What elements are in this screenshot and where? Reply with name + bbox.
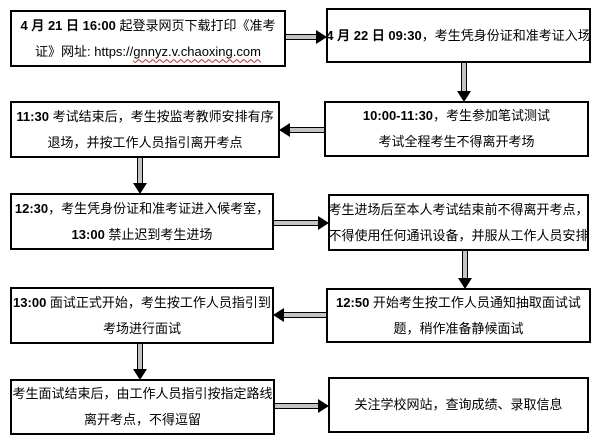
- flow-box-waiting-room-entry: 12:30，考生凭身份证和准考证进入候考室， 13:00 禁止迟到考生进场: [10, 193, 274, 250]
- flow-box-text: 13:00 面试正式开始，考生按工作人员指引到 考场进行面试: [13, 290, 271, 342]
- text-segment-time: 13:00: [13, 294, 50, 310]
- arrowhead-right-icon: [318, 216, 329, 230]
- text-segment: 面试正式开始，考生按工作人员指引到 考场进行面试: [49, 294, 271, 336]
- flow-box-text: 12:50 开始考生按工作人员通知抽取面试试 题，稍作准备静候面试: [336, 290, 581, 342]
- arrowhead-down-icon: [133, 369, 147, 380]
- text-segment: 开始考生按工作人员通知抽取面试试 题，稍作准备静候面试: [372, 294, 581, 336]
- flow-box-text: 10:00-11:30，考生参加笔试测试 考试全程考生不得离开考场: [363, 103, 550, 155]
- arrow-shaft: [283, 312, 326, 318]
- flow-box-text: 考生进场后至本人考试结束前不得离开考点， 不得使用任何通讯设备，并服从工作人员安…: [329, 197, 589, 249]
- text-segment: ，考生凭身份证和准考证入场: [421, 27, 591, 43]
- flow-box-text: 4 月 21 日 16:00 起登录网页下载打印《准考 证》网址: https:…: [20, 13, 275, 65]
- arrow-draw-questions-to-interview: [273, 308, 326, 322]
- arrowhead-down-icon: [457, 91, 471, 102]
- arrowhead-left-icon: [279, 123, 290, 137]
- flow-box-text: 考生面试结束后，由工作人员指引按指定路线 离开考点，不得逗留: [12, 381, 272, 433]
- arrow-shaft: [137, 158, 143, 184]
- flow-box-print-admission-ticket: 4 月 21 日 16:00 起登录网页下载打印《准考 证》网址: https:…: [10, 10, 286, 67]
- arrow-shaft: [462, 251, 468, 279]
- flow-box-check-results: 关注学校网站，查询成绩、录取信息: [328, 377, 589, 433]
- text-segment-time: 10:00-11:30: [362, 108, 434, 123]
- flow-box-draw-interview-questions: 12:50 开始考生按工作人员通知抽取面试试 题，稍作准备静候面试: [326, 288, 591, 343]
- flow-box-written-test: 10:00-11:30，考生参加笔试测试 考试全程考生不得离开考场: [324, 101, 589, 157]
- arrow-shaft: [275, 403, 319, 409]
- text-segment-time: 13:00: [71, 226, 109, 242]
- text-segment: 考生面试结束后，由工作人员指引按指定路线 离开考点，不得逗留: [12, 386, 273, 427]
- flow-box-text: 12:30，考生凭身份证和准考证进入候考室， 13:00 禁止迟到考生进场: [15, 196, 269, 248]
- text-segment-time: 11:30: [16, 108, 53, 124]
- arrow-entry-to-written-test: [457, 63, 471, 102]
- text-segment: 起登录网页下载打印《准考 证》网址:: [35, 17, 276, 59]
- arrow-shaft: [461, 63, 467, 92]
- arrowhead-right-icon: [316, 30, 327, 44]
- arrow-written-test-to-exit: [279, 123, 324, 137]
- arrow-leave-to-check-results: [275, 399, 329, 413]
- arrow-exit-to-waiting-room: [133, 158, 147, 194]
- arrow-interview-to-leave: [133, 344, 147, 380]
- text-segment-url: gnnyz.v.chaoxing.com: [133, 43, 261, 59]
- text-segment-time: 4 月 22 日 09:30: [326, 27, 422, 43]
- text-segment-time: 4 月 21 日 16:00: [20, 17, 120, 33]
- text-segment-time: 12:50: [336, 294, 373, 310]
- flow-box-leave-after-interview: 考生面试结束后，由工作人员指引按指定路线 离开考点，不得逗留: [10, 379, 275, 435]
- arrow-print-to-entry: [286, 30, 327, 44]
- arrow-waiting-room-to-rules: [274, 216, 329, 230]
- text-segment-time: 12:30: [14, 200, 49, 216]
- flow-box-venue-rules: 考生进场后至本人考试结束前不得离开考点， 不得使用任何通讯设备，并服从工作人员安…: [328, 194, 589, 251]
- arrowhead-down-icon: [133, 183, 147, 194]
- text-segment: 考生进场后至本人考试结束前不得离开考点， 不得使用任何通讯设备，并服从工作人员安…: [328, 201, 589, 243]
- text-segment: 禁止迟到考生进场: [108, 226, 213, 242]
- arrow-shaft: [274, 220, 319, 226]
- arrow-shaft: [286, 34, 317, 40]
- arrowhead-right-icon: [318, 399, 329, 413]
- flow-box-text: 11:30 考试结束后，考生按监考教师安排有序 退场，并按工作人员指引离开考点: [16, 104, 273, 156]
- arrowhead-down-icon: [458, 278, 472, 289]
- arrowhead-left-icon: [273, 308, 284, 322]
- text-segment: 考试结束后，考生按监考教师安排有序 退场，并按工作人员指引离开考点: [47, 108, 274, 150]
- arrow-shaft: [137, 344, 143, 370]
- text-segment: ，考生参加笔试测试 考试全程考生不得离开考场: [378, 108, 551, 149]
- flow-box-text: 关注学校网站，查询成绩、录取信息: [354, 392, 562, 418]
- flow-box-text: 4 月 22 日 09:30，考生凭身份证和准考证入场: [326, 23, 590, 49]
- flow-box-interview-start: 13:00 面试正式开始，考生按工作人员指引到 考场进行面试: [10, 287, 274, 344]
- text-segment: ，考生凭身份证和准考证进入候考室，: [48, 200, 270, 216]
- flow-box-entry-morning: 4 月 22 日 09:30，考生凭身份证和准考证入场: [326, 8, 591, 63]
- arrow-rules-to-draw-questions: [458, 251, 472, 289]
- text-segment-url-scheme: https://: [94, 43, 134, 59]
- flow-box-written-test-exit: 11:30 考试结束后，考生按监考教师安排有序 退场，并按工作人员指引离开考点: [10, 101, 280, 158]
- text-segment: 关注学校网站，查询成绩、录取信息: [354, 397, 563, 412]
- arrow-shaft: [289, 127, 324, 133]
